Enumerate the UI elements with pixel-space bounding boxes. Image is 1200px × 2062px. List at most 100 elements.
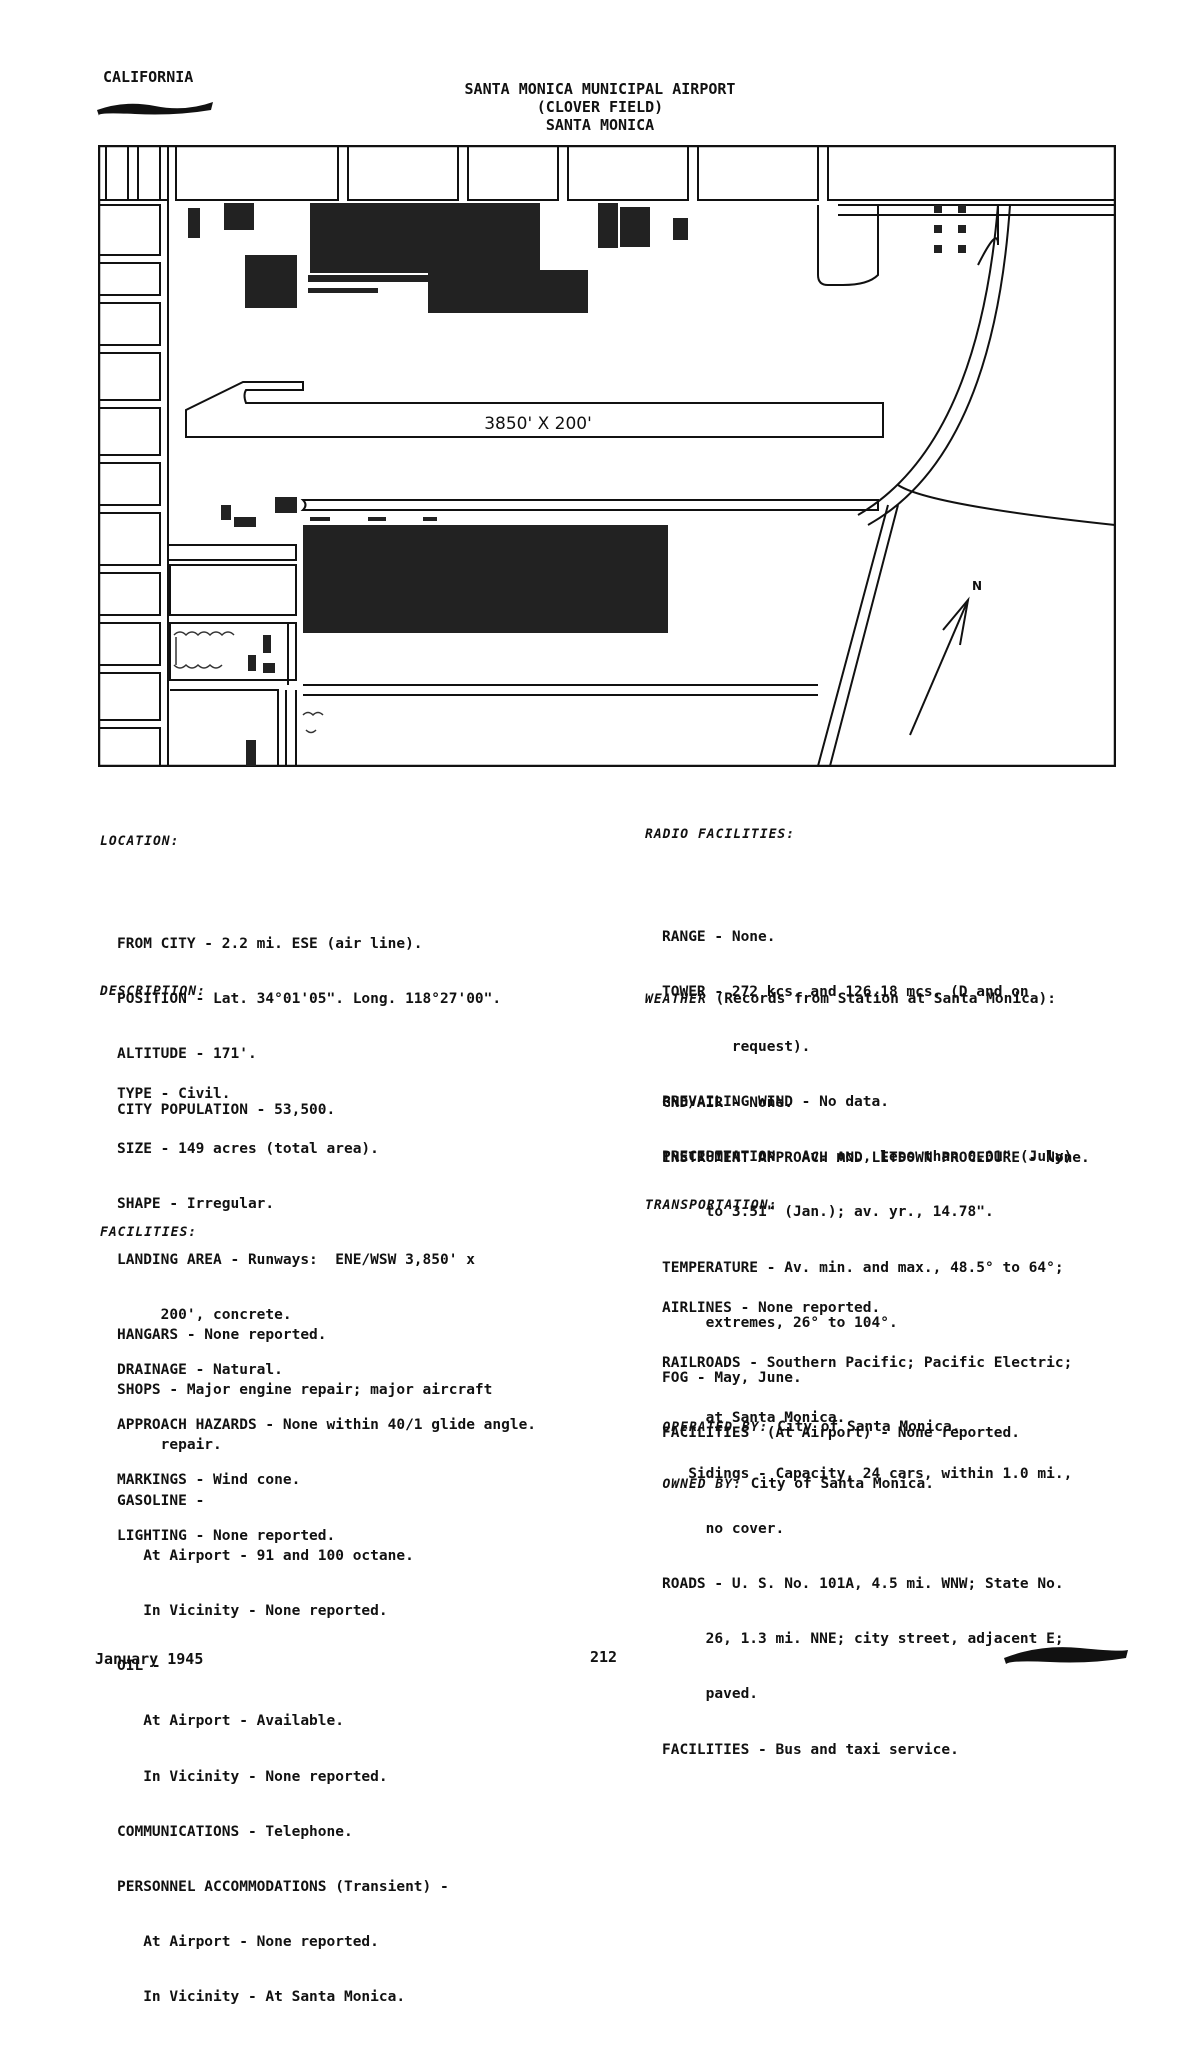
operated-value: City of Santa Monica. (777, 1419, 961, 1436)
weather-line: FOG - May, June. (662, 1369, 802, 1386)
description-section: DESCRIPTION: TYPE - Civil. SIZE - 149 ac… (100, 946, 536, 1600)
transportation-heading: TRANSPORTATION: (645, 1197, 778, 1213)
hangar-group (308, 275, 428, 282)
owned-by: OWNED BY: City of Santa Monica. (645, 1457, 934, 1495)
description-line: SIZE - 149 acres (total area). (117, 1141, 379, 1158)
building (275, 497, 297, 513)
tree-cluster (173, 631, 324, 734)
description-line: SHAPE - Irregular. (117, 1196, 275, 1213)
marker (423, 517, 437, 521)
building (673, 218, 688, 240)
facilities-line: In Vicinity - None reported. (117, 1602, 388, 1619)
weather-line: extremes, 26° to 104°. (662, 1314, 898, 1331)
hangar-group (303, 525, 668, 633)
description-heading: DESCRIPTION: (100, 983, 206, 999)
page-number: 212 (590, 1648, 618, 1666)
building (263, 663, 275, 673)
marker (958, 225, 966, 233)
building (221, 505, 231, 520)
title-line-2: (CLOVER FIELD) (536, 98, 664, 116)
marker (934, 245, 942, 253)
building (620, 207, 650, 247)
facilities-line: In Vicinity - None reported. (117, 1768, 388, 1785)
building (188, 208, 200, 238)
facilities-line: SHOPS - Major engine repair; major aircr… (117, 1382, 493, 1399)
footer-date: January 1945 (95, 1650, 204, 1668)
marker (958, 205, 966, 213)
building (246, 740, 256, 766)
redaction-mark (97, 102, 213, 116)
marker (934, 205, 942, 213)
radio-line: request). (662, 1039, 811, 1056)
facilities-heading: FACILITIES: (100, 1224, 198, 1240)
radio-heading: RADIO FACILITIES: (645, 826, 796, 842)
building (224, 203, 254, 230)
transportation-line: AIRLINES - None reported. (662, 1299, 881, 1316)
weather-section: WEATHER (Records from Station at Santa M… (645, 953, 1072, 1498)
facilities-line: HANGARS - None reported. (117, 1326, 327, 1343)
location-line: FROM CITY - 2.2 mi. ESE (air line). (117, 935, 423, 952)
facilities-line: In Vicinity - At Santa Monica. (117, 1989, 406, 2006)
location-heading: LOCATION: (100, 833, 180, 849)
marker (368, 517, 386, 521)
transportation-line: 26, 1.3 mi. NNE; city street, adjacent E… (662, 1631, 1064, 1648)
operated-label: OPERATED BY: (662, 1420, 769, 1436)
airport-map: 3850' X 200' N (98, 145, 1116, 767)
weather-line: PREVAILING WIND - No data. (662, 1093, 889, 1110)
runway-outline (185, 381, 884, 438)
transportation-line: at Santa Monica. (662, 1410, 846, 1427)
transportation-line: paved. (662, 1686, 759, 1703)
weather-heading: WEATHER (645, 991, 707, 1007)
page-title: SANTA MONICA MUNICIPAL AIRPORT (CLOVER F… (420, 80, 780, 134)
radio-section: RADIO FACILITIES: RANGE - None. TOWER - … (645, 789, 1090, 1222)
radio-line: GND/AIR - None. (662, 1094, 793, 1111)
facilities-section: FACILITIES: HANGARS - None reported. SHO… (100, 1187, 492, 2062)
facilities-line: repair. (117, 1437, 222, 1454)
title-line-3: SANTA MONICA (545, 116, 655, 134)
title-line-1: SANTA MONICA MUNICIPAL AIRPORT (464, 80, 736, 98)
weather-subheading: (Records from Station at Santa Monica): (715, 990, 1056, 1007)
facilities-line: At Airport - 91 and 100 octane. (117, 1547, 414, 1564)
weather-line: PRECIPITATION - Av. mo., less than 0.01"… (662, 1149, 1073, 1166)
transportation-line: ROADS - U. S. No. 101A, 4.5 mi. WNW; Sta… (662, 1575, 1064, 1592)
north-label: N (972, 579, 982, 593)
facilities-line: COMMUNICATIONS - Telephone. (117, 1823, 353, 1840)
transportation-line: Sidings - Capacity, 24 cars, within 1.0 … (662, 1465, 1073, 1482)
north-arrow (909, 596, 970, 736)
state-label: CALIFORNIA (103, 68, 194, 86)
facilities-line: OIL - (117, 1658, 161, 1675)
location-line: CITY POPULATION - 53,500. (117, 1101, 336, 1118)
description-line: DRAINAGE - Natural. (117, 1361, 283, 1378)
facilities-line: At Airport - Available. (117, 1713, 344, 1730)
building (263, 635, 271, 653)
location-section: LOCATION: FROM CITY - 2.2 mi. ESE (air l… (100, 796, 501, 1174)
radio-line: INSTRUMENT APPROACH AND LETDOWN PROCEDUR… (662, 1149, 1090, 1166)
building (245, 255, 297, 308)
hangar-group (308, 288, 378, 293)
facilities-line: At Airport - None reported. (117, 1934, 379, 1951)
weather-line: to 3.51" (Jan.); av. yr., 14.78". (662, 1204, 994, 1221)
owned-label: OWNED BY: (662, 1477, 742, 1493)
owned-value: City of Santa Monica. (750, 1476, 934, 1493)
hangar-group (428, 270, 588, 313)
building (234, 517, 256, 527)
description-line: TYPE - Civil. (117, 1085, 231, 1102)
description-line: APPROACH HAZARDS - None within 40/1 glid… (117, 1417, 537, 1434)
location-line: POSITION - Lat. 34°01'05". Long. 118°27'… (117, 991, 502, 1008)
building (248, 655, 256, 671)
facilities-line: GASOLINE - (117, 1492, 205, 1509)
marker (934, 225, 942, 233)
redaction-mark (1004, 1647, 1128, 1664)
radio-line: RANGE - None. (662, 928, 776, 945)
description-line: LIGHTING - None reported. (117, 1527, 336, 1544)
location-line: ALTITUDE - 171'. (117, 1046, 257, 1063)
transportation-line: RAILROADS - Southern Pacific; Pacific El… (662, 1355, 1073, 1372)
weather-line: TEMPERATURE - Av. min. and max., 48.5° t… (662, 1259, 1064, 1276)
description-line: MARKINGS - Wind cone. (117, 1472, 301, 1489)
runway-label: 3850' X 200' (484, 414, 592, 434)
hangar-group (310, 203, 540, 273)
radio-line: TOWER - 272 kcs. and 126.18 mcs. (D and … (662, 984, 1029, 1001)
transportation-line: FACILITIES - Bus and taxi service. (662, 1741, 959, 1758)
marker (958, 245, 966, 253)
transportation-line: no cover. (662, 1520, 785, 1537)
